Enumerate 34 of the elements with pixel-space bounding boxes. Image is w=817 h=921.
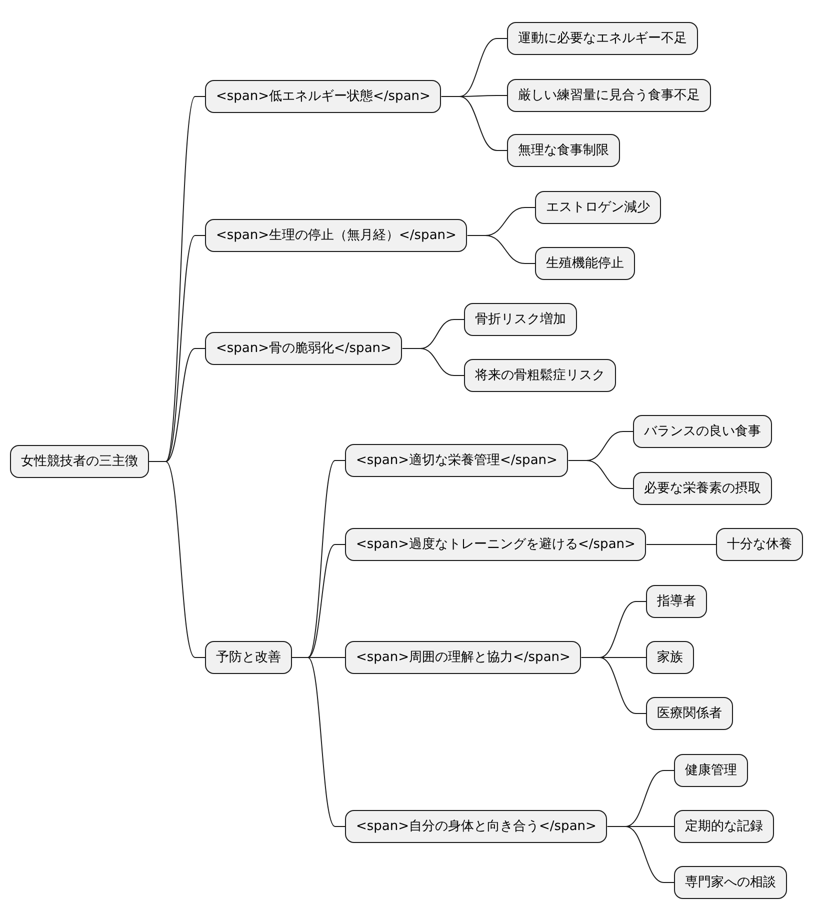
connector-line [292, 657, 346, 827]
topic-box: 家族 [646, 641, 694, 674]
topic-box: 骨折リスク増加 [464, 303, 577, 336]
topic-box: バランスの良い食事 [633, 415, 772, 448]
topic-box: <span>低エネルギー状態</span> [205, 80, 442, 113]
connector-line [568, 460, 634, 489]
topic-box: 定期的な記録 [674, 810, 774, 843]
topic-box: 生殖機能停止 [535, 247, 635, 280]
topic-box: <span>適切な栄養管理</span> [345, 444, 568, 477]
topic-box: 厳しい練習量に見合う食事不足 [507, 79, 711, 112]
topic-box: 専門家への相談 [674, 866, 787, 899]
connector-line [148, 461, 206, 658]
topic-box: 運動に必要なエネルギー不足 [507, 22, 698, 55]
topic-box: <span>生理の停止（無月経）</span> [205, 219, 468, 252]
topic-box: エストロゲン減少 [535, 191, 661, 224]
topic-box: 予防と改善 [205, 641, 292, 674]
connector-line [402, 348, 464, 376]
topic-box: <span>骨の脆弱化</span> [205, 332, 402, 365]
topic-box: <span>過度なトレーニングを避ける</span> [345, 528, 646, 561]
connector-line [606, 826, 674, 883]
connector-line [440, 96, 508, 151]
connector-line [580, 657, 646, 714]
topic-box: 将来の骨粗鬆症リスク [464, 359, 616, 392]
topic-box: 健康管理 [674, 754, 748, 787]
topic-box: 指導者 [646, 585, 707, 618]
topic-box: <span>自分の身体と向き合う</span> [345, 810, 608, 843]
connector-line [646, 544, 716, 545]
topic-box: 必要な栄養素の摂取 [633, 472, 772, 505]
topic-box: 医療関係者 [646, 697, 733, 730]
topic-box: 無理な食事制限 [507, 134, 620, 167]
connector-line [466, 235, 536, 264]
topic-box: <span>周囲の理解と協力</span> [345, 641, 582, 674]
topic-box: 女性競技者の三主徴 [10, 445, 149, 478]
topic-box: 十分な休養 [716, 528, 803, 561]
